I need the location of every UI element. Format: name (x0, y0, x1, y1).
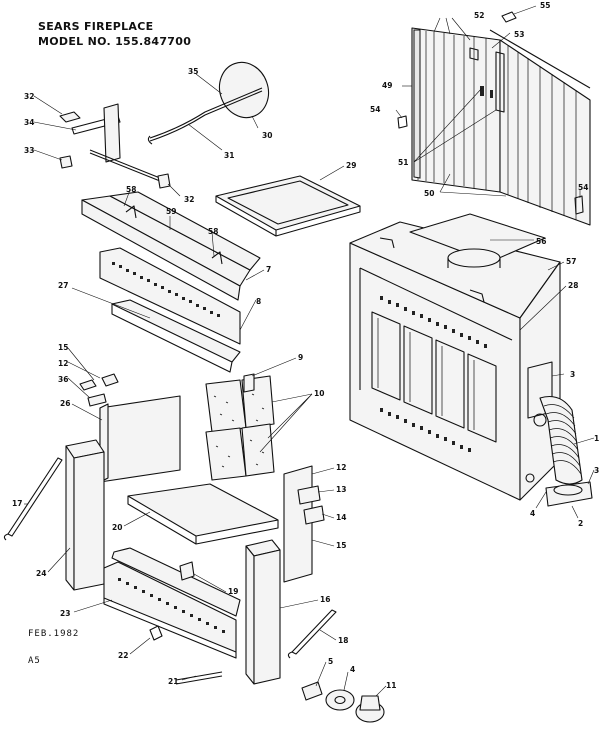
part-clip-55 (501, 11, 517, 23)
part-rods (3, 457, 337, 659)
callout-label: 1 (594, 434, 599, 443)
callout-label: 36 (58, 375, 68, 384)
callout-label: 2 (578, 519, 583, 528)
diagram-date: FEB.1982 (28, 629, 80, 639)
part-firebox-housing (349, 213, 561, 501)
diagram-title-line2: MODEL NO. 155.847700 (38, 35, 192, 48)
callout-label: 22 (118, 651, 128, 660)
part-knob-33 (59, 155, 73, 169)
callout-labels: 55 52 53 49 54 51 50 54 56 57 28 3 1 3 2… (12, 1, 599, 690)
callout-label: 56 (536, 237, 546, 246)
callout-label: 21 (168, 677, 178, 686)
callout-label: 9 (298, 353, 303, 362)
callout-label: 24 (36, 569, 46, 578)
callout-label: 31 (224, 151, 234, 160)
callout-label: 28 (568, 281, 578, 290)
callout-label: 10 (314, 389, 324, 398)
callout-label: 52 (474, 11, 484, 20)
callout-label: 3 (594, 466, 599, 475)
callout-label: 30 (262, 131, 272, 140)
callout-label: 32 (24, 92, 34, 101)
callout-label: 32 (184, 195, 194, 204)
part-side-bracket (283, 465, 325, 583)
leader-lines (24, 5, 595, 697)
callout-label: 26 (60, 399, 70, 408)
callout-label: 58 (126, 185, 136, 194)
callout-label: 53 (514, 30, 524, 39)
callout-label: 15 (336, 541, 346, 550)
part-brackets (79, 373, 119, 407)
callout-label: 13 (336, 485, 346, 494)
callout-label: 3 (570, 370, 575, 379)
callout-label: 7 (266, 265, 271, 274)
callout-label: 23 (60, 609, 70, 618)
callout-label: 54 (370, 105, 380, 114)
callout-label: 54 (578, 183, 588, 192)
callout-label: 17 (12, 499, 22, 508)
part-damper-assembly (59, 61, 270, 189)
callout-label: 19 (228, 587, 238, 596)
callout-label: 29 (346, 161, 356, 170)
callout-label: 55 (540, 1, 550, 10)
callout-label: 18 (338, 636, 348, 645)
callout-label: 33 (24, 146, 34, 155)
part-knobs (301, 681, 385, 723)
part-hood-panel (81, 191, 261, 373)
callout-label: 51 (398, 158, 408, 167)
callout-label: 50 (424, 189, 434, 198)
diagram-code: A5 (28, 656, 41, 666)
callout-label: 16 (320, 595, 330, 604)
part-tray-29 (215, 175, 361, 237)
part-flexible-duct (527, 361, 593, 507)
part-hood-shroud (397, 11, 591, 226)
callout-label: 35 (188, 67, 198, 76)
callout-label: 5 (328, 657, 333, 666)
callout-label: 8 (256, 297, 261, 306)
callout-label: 27 (58, 281, 68, 290)
part-firebrick-panels (99, 373, 275, 483)
callout-label: 58 (208, 227, 218, 236)
callout-label: 15 (58, 343, 68, 352)
callout-label: 59 (166, 207, 176, 216)
callout-label: 4 (350, 665, 355, 674)
callout-label: 49 (382, 81, 392, 90)
callout-label: 4 (530, 509, 535, 518)
diagram-title-line1: SEARS FIREPLACE (38, 20, 154, 33)
part-hearth-grate-20 (127, 483, 279, 545)
part-damper-plate-30 (218, 61, 270, 119)
callout-label: 14 (336, 513, 346, 522)
callout-label: 12 (336, 463, 346, 472)
callout-label: 11 (386, 681, 396, 690)
callout-label: 12 (58, 359, 68, 368)
callout-label: 57 (566, 257, 576, 266)
part-front-grille (103, 547, 241, 685)
callout-label: 34 (24, 118, 34, 127)
part-side-columns (65, 439, 281, 685)
callout-label: 20 (112, 523, 122, 532)
